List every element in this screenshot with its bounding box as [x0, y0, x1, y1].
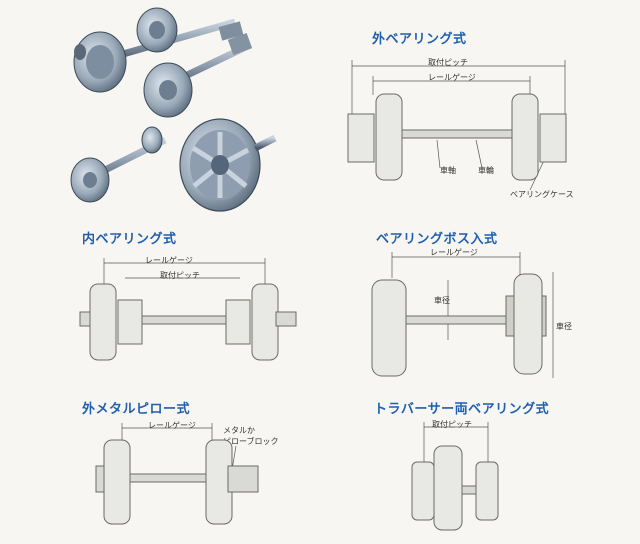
outer-metal-pillow-metal-label: メタルか — [223, 426, 255, 435]
traverser-title: トラバーサー両ベアリング式 — [374, 402, 550, 417]
outer-bearing-title: 外ベアリング式 — [372, 32, 467, 47]
outer-metal-pillow-rail-gauge-label: レールゲージ — [148, 421, 196, 430]
outer-bearing-wheel-label: 車輪 — [478, 166, 494, 175]
inner-bearing-rail-gauge-label: レールゲージ — [145, 256, 193, 265]
outer-metal-pillow-title: 外メタルピロー式 — [82, 402, 191, 417]
bearing-boss-title: ベアリングボス入式 — [376, 232, 498, 247]
inner-bearing-title: 内ベアリング式 — [82, 232, 177, 247]
photo-wheelset-middle — [143, 33, 253, 118]
outer-bearing-rail-gauge-label: レールゲージ — [428, 73, 476, 82]
bearing-boss-rail-gauge-label: レールゲージ — [430, 248, 478, 257]
outer-bearing-case-label: ベアリングケース — [510, 190, 574, 199]
bearing-boss-wheel-dia-label: 車径 — [556, 322, 572, 331]
bearing-boss-axle-dia-label: 車径 — [434, 296, 450, 305]
photo-wheelset-top — [73, 7, 244, 93]
traverser-mount-pitch-label: 取付ピッチ — [432, 420, 472, 429]
outer-metal-pillow-pillow-label: ピローブロック — [223, 437, 279, 446]
inner-bearing-mount-pitch-label: 取付ピッチ — [160, 271, 200, 280]
photo-wheel-large — [179, 118, 277, 212]
outer-bearing-mount-pitch-label: 取付ピッチ — [428, 58, 468, 67]
outer-bearing-axle-label: 車軸 — [440, 166, 456, 175]
photo-wheelset-bottom-left — [70, 126, 167, 203]
